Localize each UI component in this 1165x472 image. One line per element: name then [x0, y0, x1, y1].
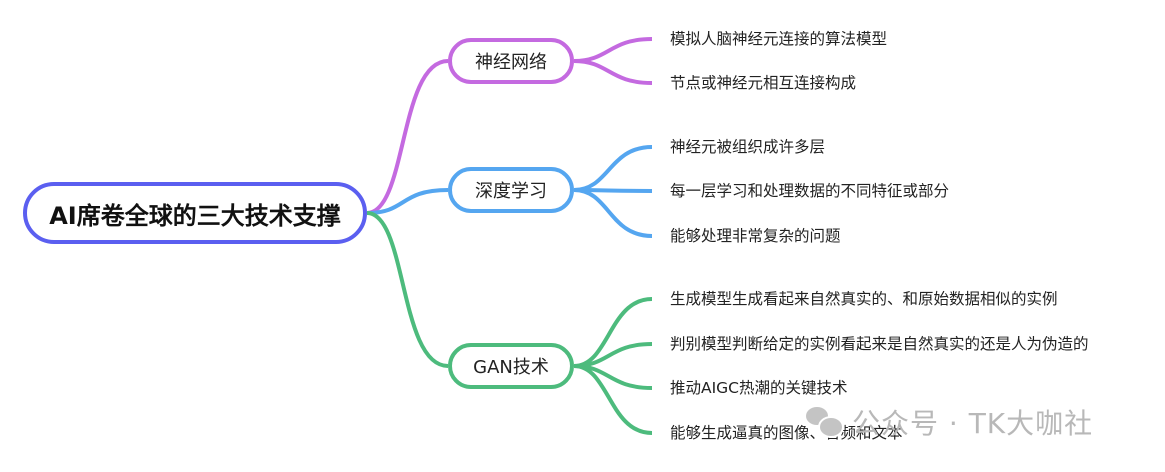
branch-node-neural-network[interactable]: 神经网络	[448, 38, 574, 84]
leaf-node[interactable]: 生成模型生成看起来自然真实的、和原始数据相似的实例	[670, 290, 1058, 308]
watermark: 公众号 · TK大咖社	[804, 402, 1093, 442]
branch-to-leaf-link	[573, 297, 653, 368]
branch-node-deep-learning[interactable]: 深度学习	[448, 167, 574, 213]
leaf-node[interactable]: 判别模型判断给定的实例看起来是自然真实的还是人为伪造的	[670, 335, 1089, 353]
branch-label: 神经网络	[475, 52, 547, 73]
root-to-branch-link	[366, 188, 449, 215]
leaf-node[interactable]: 推动AIGC热潮的关键技术	[670, 379, 848, 397]
branch-to-leaf-link	[573, 59, 653, 85]
watermark-text: 公众号 · TK大咖社	[852, 407, 1094, 440]
leaf-node[interactable]: 神经元被组织成许多层	[670, 138, 826, 156]
leaf-node[interactable]: 节点或神经元相互连接构成	[670, 74, 857, 92]
wechat-icon	[804, 405, 844, 439]
root-label: AI席卷全球的三大技术支撑	[49, 201, 341, 230]
branch-node-gan[interactable]: GAN技术	[448, 343, 574, 389]
leaf-node[interactable]: 能够处理非常复杂的问题	[670, 227, 841, 245]
branch-to-leaf-link	[573, 37, 653, 63]
root-to-branch-link	[366, 59, 449, 215]
branch-to-leaf-link	[573, 145, 653, 192]
branch-to-leaf-link	[573, 188, 653, 238]
root-node[interactable]: AI席卷全球的三大技术支撑	[23, 182, 367, 244]
branch-to-leaf-link	[573, 364, 653, 435]
leaf-node[interactable]: 能够生成逼真的图像、音频和文本	[670, 424, 903, 442]
leaf-node[interactable]: 每一层学习和处理数据的不同特征或部分	[670, 182, 950, 200]
branch-label: 深度学习	[475, 181, 547, 202]
branch-label: GAN技术	[473, 357, 549, 378]
leaf-node[interactable]: 模拟人脑神经元连接的算法模型	[670, 30, 888, 48]
root-to-branch-link	[366, 211, 449, 368]
